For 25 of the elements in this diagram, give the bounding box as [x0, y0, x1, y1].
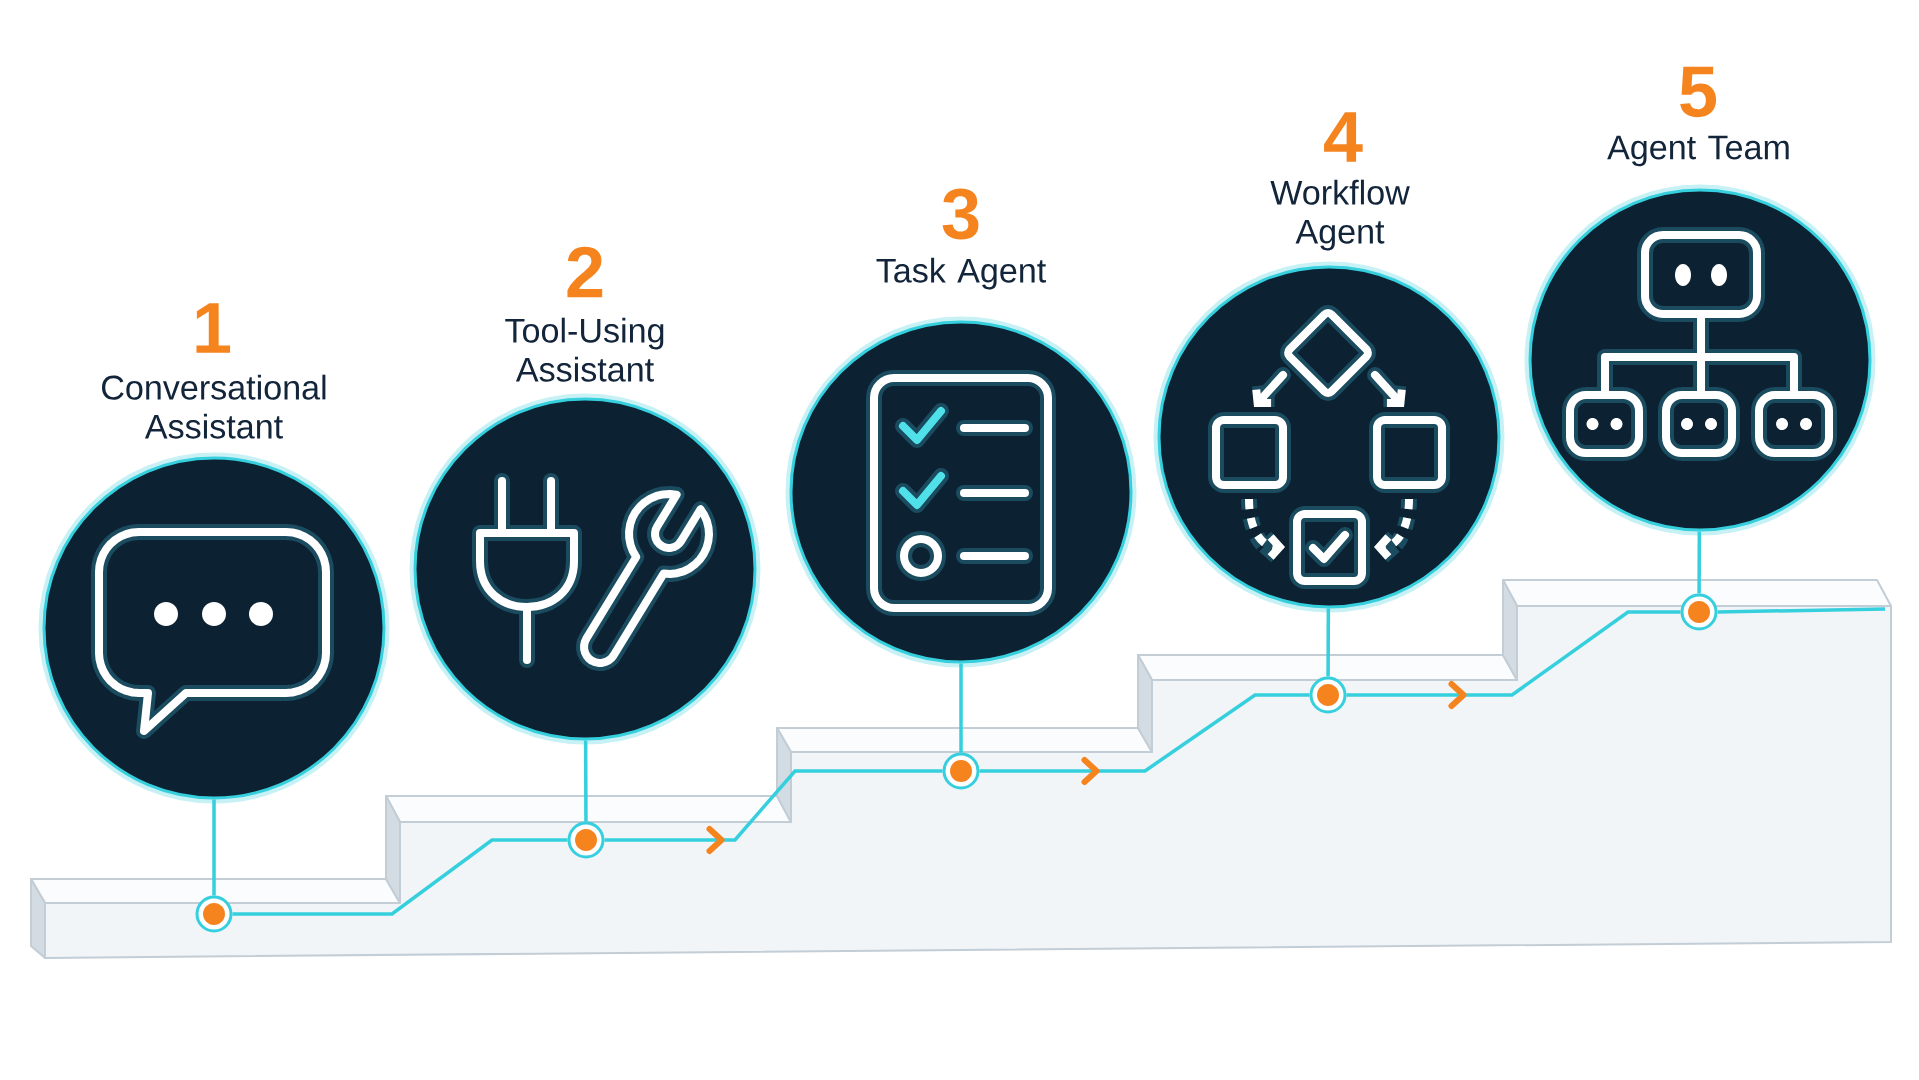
step-number: 5: [1680, 66, 1717, 118]
step-title: Agent Team: [1607, 135, 1789, 167]
path-line: [1717, 607, 1886, 614]
path-line: [1346, 610, 1681, 709]
step-title: Workflow Agent: [1270, 179, 1410, 251]
step-number: 3: [942, 188, 979, 240]
connector-line: [583, 740, 588, 822]
path-line: [604, 769, 943, 854]
milestone-dot: [1680, 593, 1718, 631]
step-title: Task Agent: [876, 257, 1046, 290]
step-number: 2: [567, 246, 603, 298]
milestone-dot: [567, 821, 605, 859]
path-line: [232, 838, 568, 916]
connector-line: [212, 799, 216, 896]
milestone-dot: [942, 752, 980, 790]
step-number: 1: [196, 303, 231, 353]
connector-line: [1697, 531, 1702, 594]
path-line: [979, 693, 1310, 785]
connector-line: [1326, 608, 1331, 677]
step-title: Conversational Assistant: [102, 374, 326, 439]
step-title: Tool-Using Assistant: [505, 317, 664, 382]
milestone-dot: [195, 895, 233, 933]
connector-line: [959, 663, 963, 753]
step-number: 4: [1324, 112, 1363, 162]
milestone-dot: [1309, 676, 1347, 714]
